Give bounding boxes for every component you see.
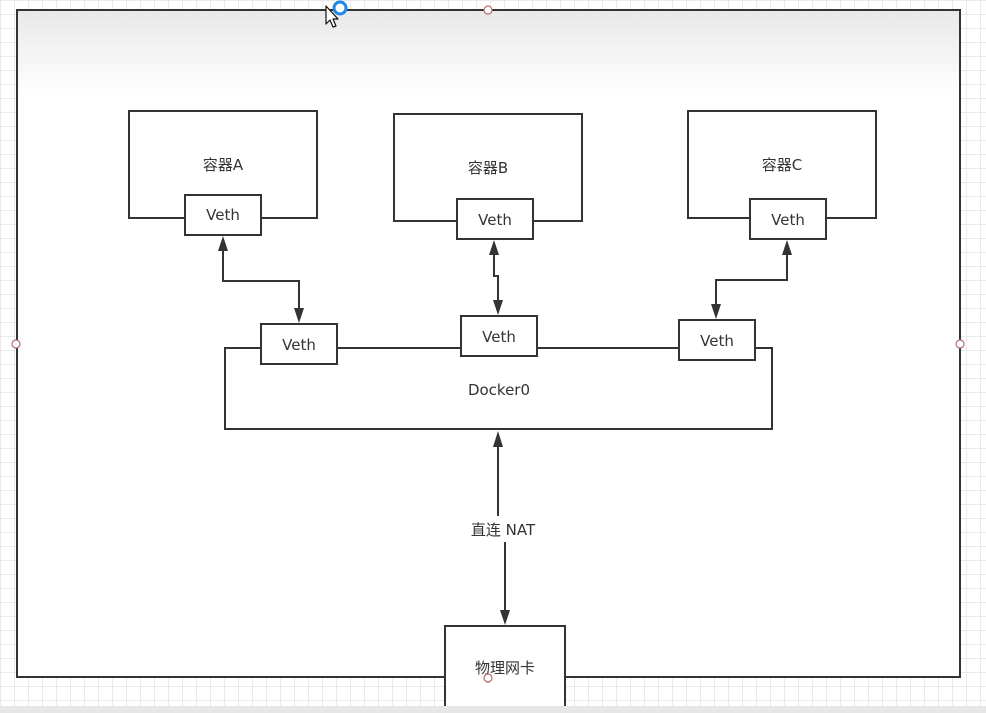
resize-handle-top[interactable] bbox=[483, 5, 493, 15]
nat-label: 直连 NAT bbox=[471, 521, 536, 539]
container-b-veth-label: Veth bbox=[478, 211, 512, 229]
container-a-veth-label: Veth bbox=[206, 206, 240, 224]
arrowhead-down bbox=[711, 304, 721, 319]
resize-handle-bottom[interactable] bbox=[483, 673, 493, 683]
bridge-veth-3-label: Veth bbox=[700, 332, 734, 350]
arrowhead-down bbox=[294, 308, 304, 323]
container-a-label: 容器A bbox=[203, 156, 244, 174]
container-b-label: 容器B bbox=[468, 159, 508, 177]
resize-handle-left[interactable] bbox=[11, 339, 21, 349]
bridge-veth-2-label: Veth bbox=[482, 328, 516, 346]
bridge-veth-1[interactable]: Veth bbox=[260, 323, 338, 365]
bridge-veth-1-label: Veth bbox=[282, 336, 316, 354]
bridge-veth-2[interactable]: Veth bbox=[460, 315, 538, 357]
canvas-bottom-strip bbox=[0, 706, 986, 713]
arrowhead-up bbox=[782, 240, 792, 255]
docker0-label: Docker0 bbox=[468, 381, 530, 399]
container-c-veth[interactable]: Veth bbox=[749, 198, 827, 240]
mouse-cursor-icon bbox=[325, 5, 339, 28]
container-c-veth-label: Veth bbox=[771, 211, 805, 229]
connector-c[interactable] bbox=[711, 240, 792, 319]
resize-handle-right[interactable] bbox=[955, 339, 965, 349]
connector-a[interactable] bbox=[218, 236, 304, 323]
arrowhead-down bbox=[500, 610, 510, 625]
arrowhead-down bbox=[493, 300, 503, 315]
physical-nic[interactable]: 物理网卡 bbox=[444, 625, 566, 713]
container-a-veth[interactable]: Veth bbox=[184, 194, 262, 236]
connector-b[interactable] bbox=[489, 240, 503, 315]
container-b-veth[interactable]: Veth bbox=[456, 198, 534, 240]
bridge-veth-3[interactable]: Veth bbox=[678, 319, 756, 361]
arrowhead-up bbox=[493, 431, 503, 447]
rotate-handle-icon[interactable] bbox=[332, 0, 348, 16]
physical-nic-label: 物理网卡 bbox=[475, 659, 535, 677]
container-c-label: 容器C bbox=[762, 156, 802, 174]
arrowhead-up bbox=[218, 236, 228, 251]
arrowhead-up bbox=[489, 240, 499, 255]
nat-connector[interactable]: 直连 NAT bbox=[471, 431, 536, 625]
